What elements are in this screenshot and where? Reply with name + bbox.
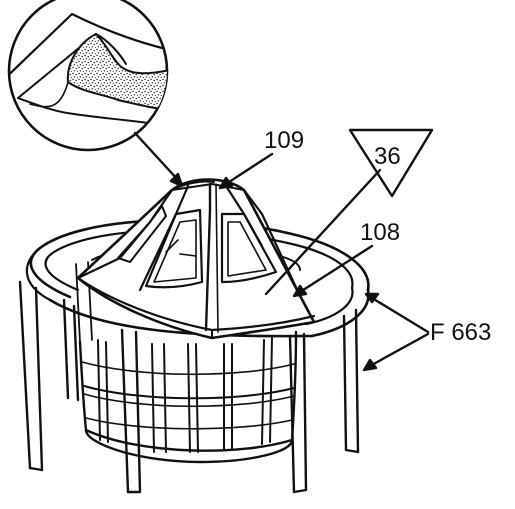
- legs: [18, 280, 360, 494]
- callout-108-arrow: [292, 284, 308, 298]
- canopy: [76, 178, 316, 340]
- detail-inset: [7, 0, 169, 152]
- detail-leader-arrow: [169, 172, 184, 188]
- detail-leader-line: [133, 131, 180, 182]
- callout-109-line: [224, 152, 274, 186]
- triangle-leader-line: [264, 168, 382, 296]
- callout-f663-arrow-lower: [362, 358, 378, 372]
- step-marker-triangle: [348, 128, 434, 198]
- callout-109-arrow: [218, 176, 234, 190]
- callout-108-label: 108: [360, 219, 400, 246]
- callout-109-label: 109: [264, 127, 304, 154]
- callout-108-line: [298, 244, 374, 294]
- callout-f663-line-lower: [368, 332, 430, 368]
- callout-f663-label: F 663: [430, 319, 491, 346]
- step-number: 36: [374, 143, 401, 170]
- callout-f663-line-upper: [370, 296, 430, 334]
- callout-f663-arrow-upper: [364, 292, 380, 304]
